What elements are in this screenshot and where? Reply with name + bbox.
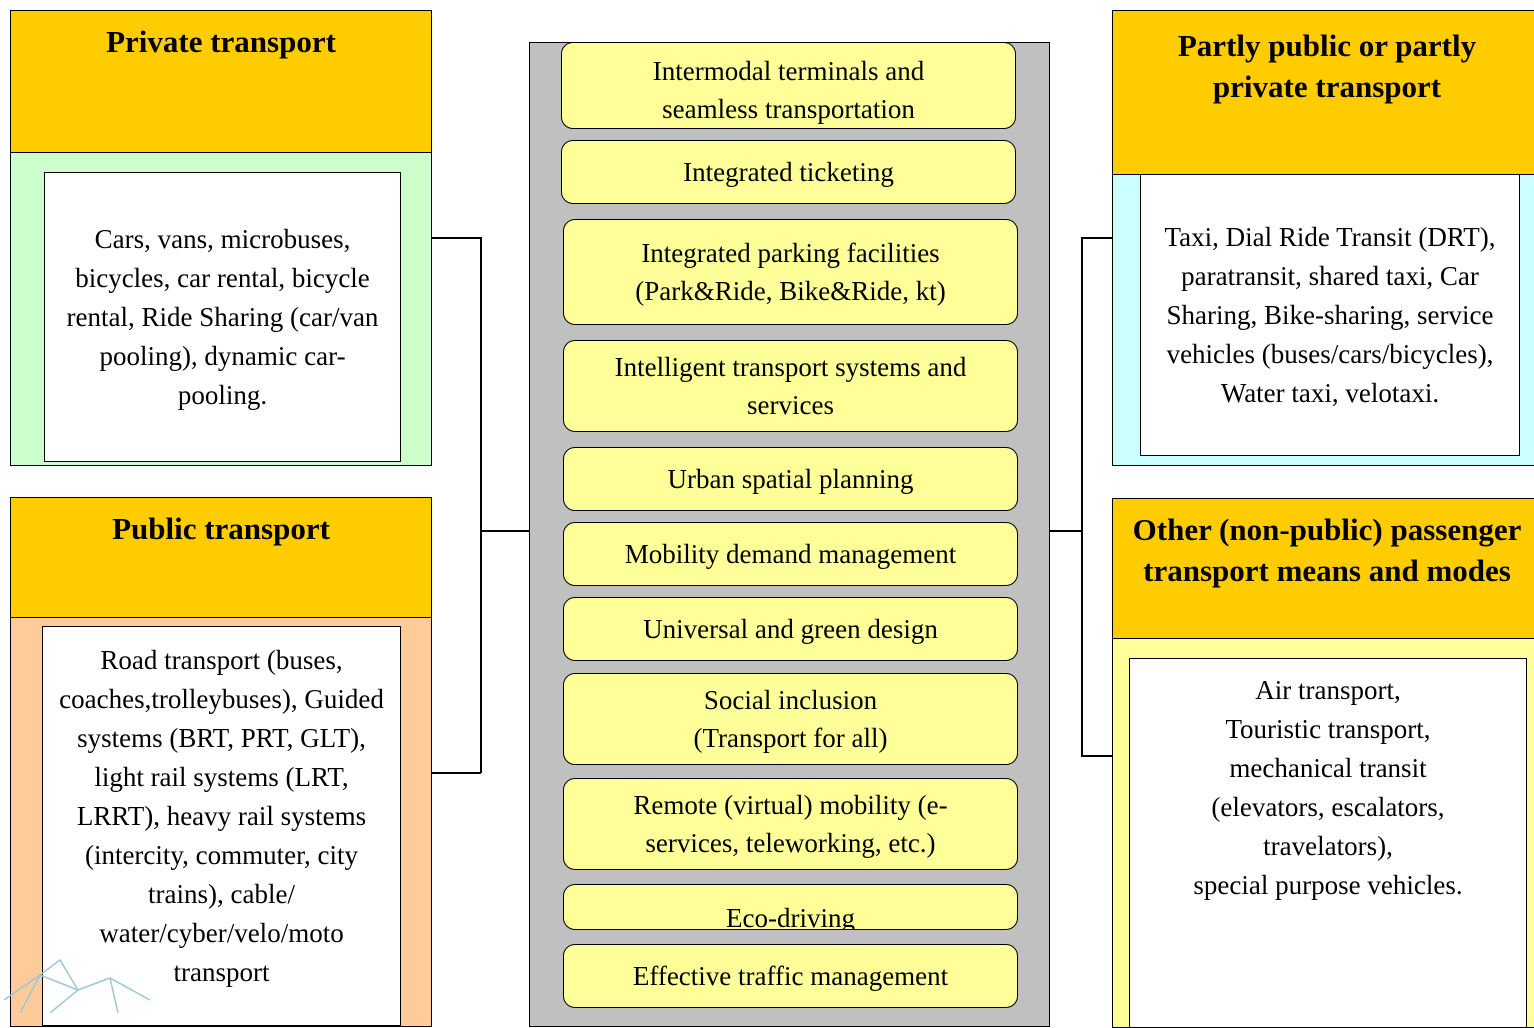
other-transport-lines: Air transport, Touristic transport, mech… [1193, 671, 1462, 905]
center-item-parking: Integrated parking facilities (Park&Ride… [563, 219, 1018, 325]
other-transport-line: Air transport, [1255, 675, 1401, 705]
connector-right-top [1081, 237, 1112, 239]
public-transport-text: Road transport (buses, coaches,trolleybu… [59, 645, 384, 987]
other-transport-line: special purpose vehicles. [1193, 870, 1463, 900]
center-item-social-inclusion: Social inclusion (Transport for all) [563, 673, 1018, 765]
connector-left-vertical [480, 237, 482, 773]
center-item-remote-mobility: Remote (virtual) mobility (e-services, t… [563, 778, 1018, 870]
center-item-spatial-planning: Urban spatial planning [563, 447, 1018, 511]
other-transport-line: Touristic transport, [1225, 714, 1431, 744]
center-item-ticketing: Integrated ticketing [561, 140, 1016, 204]
connector-right-bottom [1081, 755, 1112, 757]
center-item-demand-management: Mobility demand management [563, 522, 1018, 586]
connector-right-vertical [1081, 237, 1083, 756]
public-transport-title: Public transport [11, 498, 431, 618]
partly-public-box: Taxi, Dial Ride Transit (DRT), paratrans… [1140, 174, 1520, 456]
connector-left-bottom [432, 772, 481, 774]
connector-center-to-right [1050, 530, 1082, 532]
private-transport-title: Private transport [11, 11, 431, 153]
private-transport-box: Cars, vans, microbuses, bicycles, car re… [44, 172, 401, 462]
watermark-sketch [3, 958, 151, 1013]
other-transport-line: mechanical transit [1229, 753, 1427, 783]
partly-public-text: Taxi, Dial Ride Transit (DRT), paratrans… [1164, 221, 1496, 408]
center-item-its: Intelligent transport systems and servic… [563, 340, 1018, 432]
public-transport-box: Road transport (buses, coaches,trolleybu… [42, 626, 401, 1026]
private-transport-text: Cars, vans, microbuses, bicycles, car re… [66, 223, 379, 410]
center-item-traffic-management: Effective traffic management [563, 944, 1018, 1008]
other-transport-line: travelators), [1263, 831, 1393, 861]
center-item-eco-driving: Eco-driving [563, 884, 1018, 930]
other-transport-line: (elevators, escalators, [1211, 792, 1445, 822]
partly-public-title: Partly public or partly private transpor… [1113, 11, 1534, 175]
center-item-intermodal: Intermodal terminals and seamless transp… [561, 42, 1016, 129]
connector-left-top [432, 237, 481, 239]
other-transport-box: Air transport, Touristic transport, mech… [1129, 658, 1527, 1028]
other-transport-title: Other (non-public) passenger transport m… [1113, 499, 1534, 639]
center-item-green-design: Universal and green design [563, 597, 1018, 661]
connector-left-to-center [480, 530, 529, 532]
